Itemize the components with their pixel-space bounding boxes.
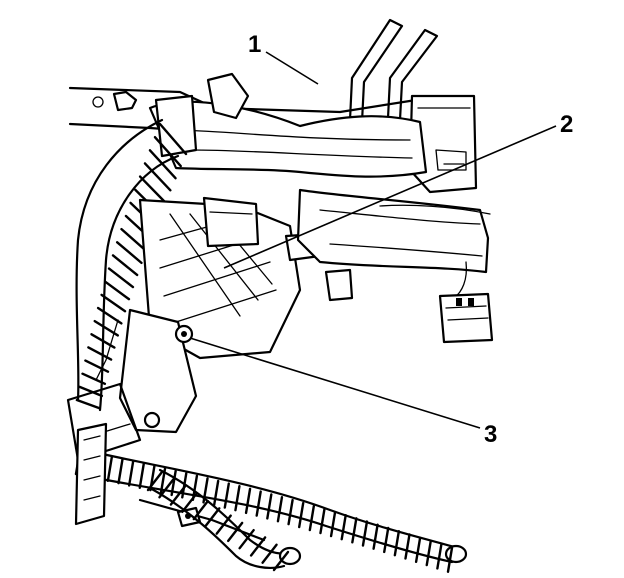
right-branch	[296, 188, 491, 302]
callout-leader-1	[265, 51, 319, 85]
bottom-conduits	[74, 446, 468, 573]
callout-label-1: 1	[248, 31, 261, 58]
wiring-trough	[74, 422, 108, 526]
lower-bracket	[66, 308, 198, 462]
callout-leader-3	[189, 337, 481, 429]
electrical-connector	[438, 292, 494, 344]
center-module	[138, 196, 322, 360]
callout-label-2: 2	[560, 111, 573, 138]
callout-leader-2	[223, 125, 557, 269]
callout-label-3: 3	[484, 421, 497, 448]
main-harness	[148, 72, 428, 178]
